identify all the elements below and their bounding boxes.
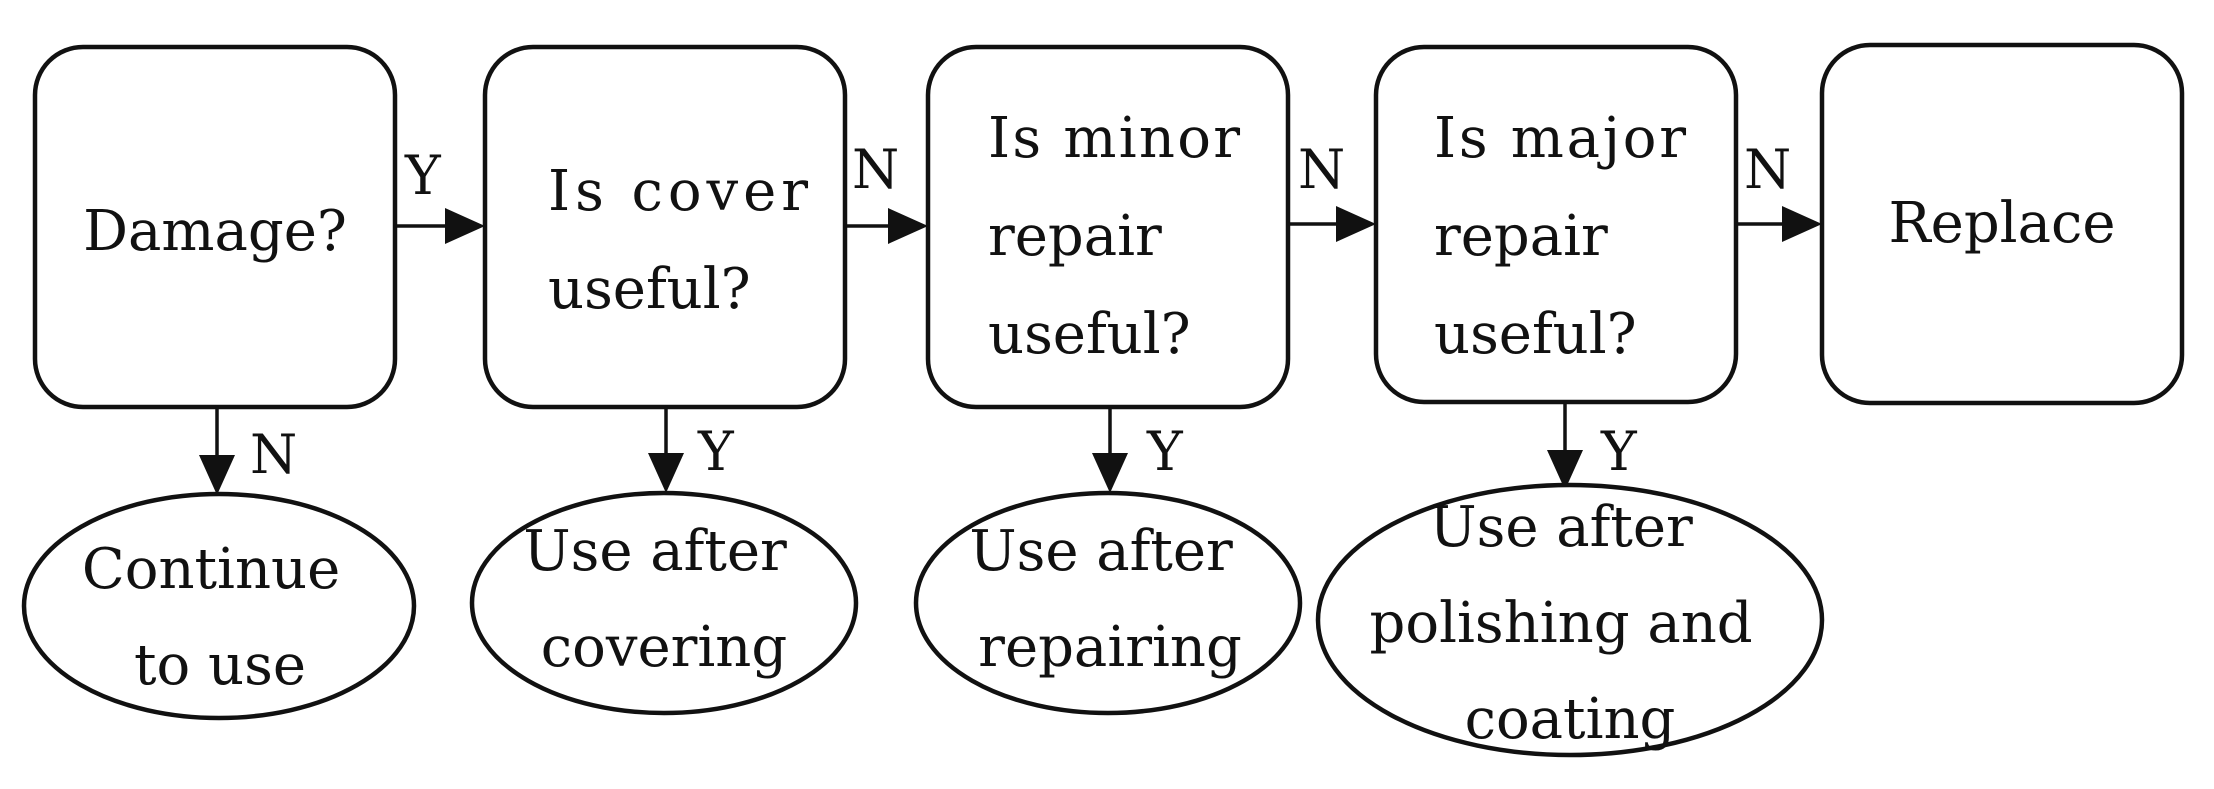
outcome-polishing-line-2: polishing and [1370, 591, 1753, 656]
decision-cover-line-2: useful? [548, 257, 751, 322]
edge-label-damage-to-continue: N [250, 423, 297, 486]
decision-major-line-1: Is major [1434, 106, 1686, 171]
edge-label-minor-to-repairing: Y [1146, 420, 1184, 483]
svg-text:Use after covering: Use after covering [523, 519, 804, 680]
svg-text:Damage?: Damage? [83, 199, 347, 264]
svg-text:Is minor repair us: Is minor repair useful? [988, 106, 1260, 367]
decision-minor-line-1: Is minor [988, 106, 1240, 171]
outcome-continue-to-use: Continue to use [21, 491, 417, 721]
svg-text:Use after polishing and: Use after polishing and coating [1370, 495, 1771, 752]
decision-damage-line-1: Damage? [83, 199, 347, 264]
decision-minor-line-3: useful? [988, 302, 1191, 367]
arrow-cover-to-minor [845, 208, 928, 244]
decision-major-line-2: repair [1434, 204, 1608, 269]
edge-label-cover-to-minor: N [852, 138, 899, 201]
arrow-major-to-polishing [1547, 402, 1583, 490]
edge-label-major-to-polishing: Y [1600, 420, 1638, 483]
arrow-minor-to-repairing [1092, 407, 1128, 493]
outcome-repairing-line-1: Use after [969, 519, 1233, 584]
decision-box-damage: Damage? [32, 44, 398, 410]
decision-box-major-repair: Is major repair useful? [1373, 44, 1739, 405]
arrow-major-to-replace [1736, 206, 1822, 242]
outcome-use-after-covering: Use after covering [469, 490, 859, 716]
outcome-continue-line-2: to use [134, 633, 306, 698]
decision-box-replace: Replace [1819, 42, 2185, 406]
decision-box-cover: Is cover useful? [482, 44, 848, 410]
arrow-damage-to-cover [395, 208, 485, 244]
outcome-repairing-line-2: repairing [978, 615, 1242, 680]
svg-text:Use after repairing: Use after repairing [969, 519, 1250, 680]
outcome-use-after-polishing-and-coating: Use after polishing and coating [1315, 482, 1825, 758]
decision-minor-line-2: repair [988, 204, 1162, 269]
edge-label-damage-to-cover: Y [404, 144, 442, 207]
arrow-minor-to-major [1288, 206, 1376, 242]
outcome-polishing-line-3: coating [1465, 687, 1676, 752]
outcome-continue-line-1: Continue [82, 537, 340, 602]
svg-text:Replace: Replace [1889, 191, 2116, 256]
decision-major-line-3: useful? [1434, 302, 1637, 367]
outcome-use-after-repairing: Use after repairing [913, 490, 1303, 716]
svg-text:Is cover useful?: Is cover useful? [548, 159, 831, 322]
replace-label: Replace [1889, 191, 2116, 256]
decision-cover-line-1: Is cover [548, 159, 808, 224]
edge-label-minor-to-major: N [1298, 138, 1345, 201]
outcome-covering-line-1: Use after [523, 519, 787, 584]
decision-box-minor-repair: Is minor repair useful? [925, 44, 1291, 410]
svg-text:Continue to use: Continue to use [82, 537, 358, 698]
arrow-cover-to-covering [648, 407, 684, 493]
outcome-covering-line-2: covering [541, 615, 787, 680]
edge-label-major-to-replace: N [1744, 138, 1791, 201]
arrow-damage-to-continue [199, 407, 235, 495]
svg-text:Is major repair us: Is major repair useful? [1434, 106, 1707, 367]
edge-label-cover-to-covering: Y [697, 420, 735, 483]
outcome-polishing-line-1: Use after [1429, 495, 1693, 560]
